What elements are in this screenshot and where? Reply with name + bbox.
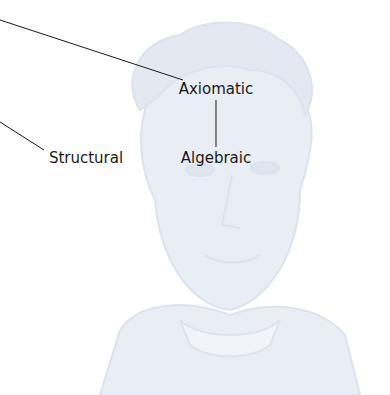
tree-connector bbox=[215, 100, 216, 147]
tree-branch-line bbox=[0, 122, 44, 150]
node-label: Structural bbox=[49, 149, 123, 167]
tree-node: Axiomatic bbox=[176, 78, 257, 100]
tree-node: Algebraic bbox=[178, 147, 254, 169]
node-label: Algebraic bbox=[181, 149, 251, 167]
portrait-watermark bbox=[100, 23, 360, 395]
node-label: Axiomatic bbox=[179, 80, 254, 98]
tree-branch-line bbox=[0, 20, 183, 80]
tree-node: Structural bbox=[46, 147, 126, 169]
